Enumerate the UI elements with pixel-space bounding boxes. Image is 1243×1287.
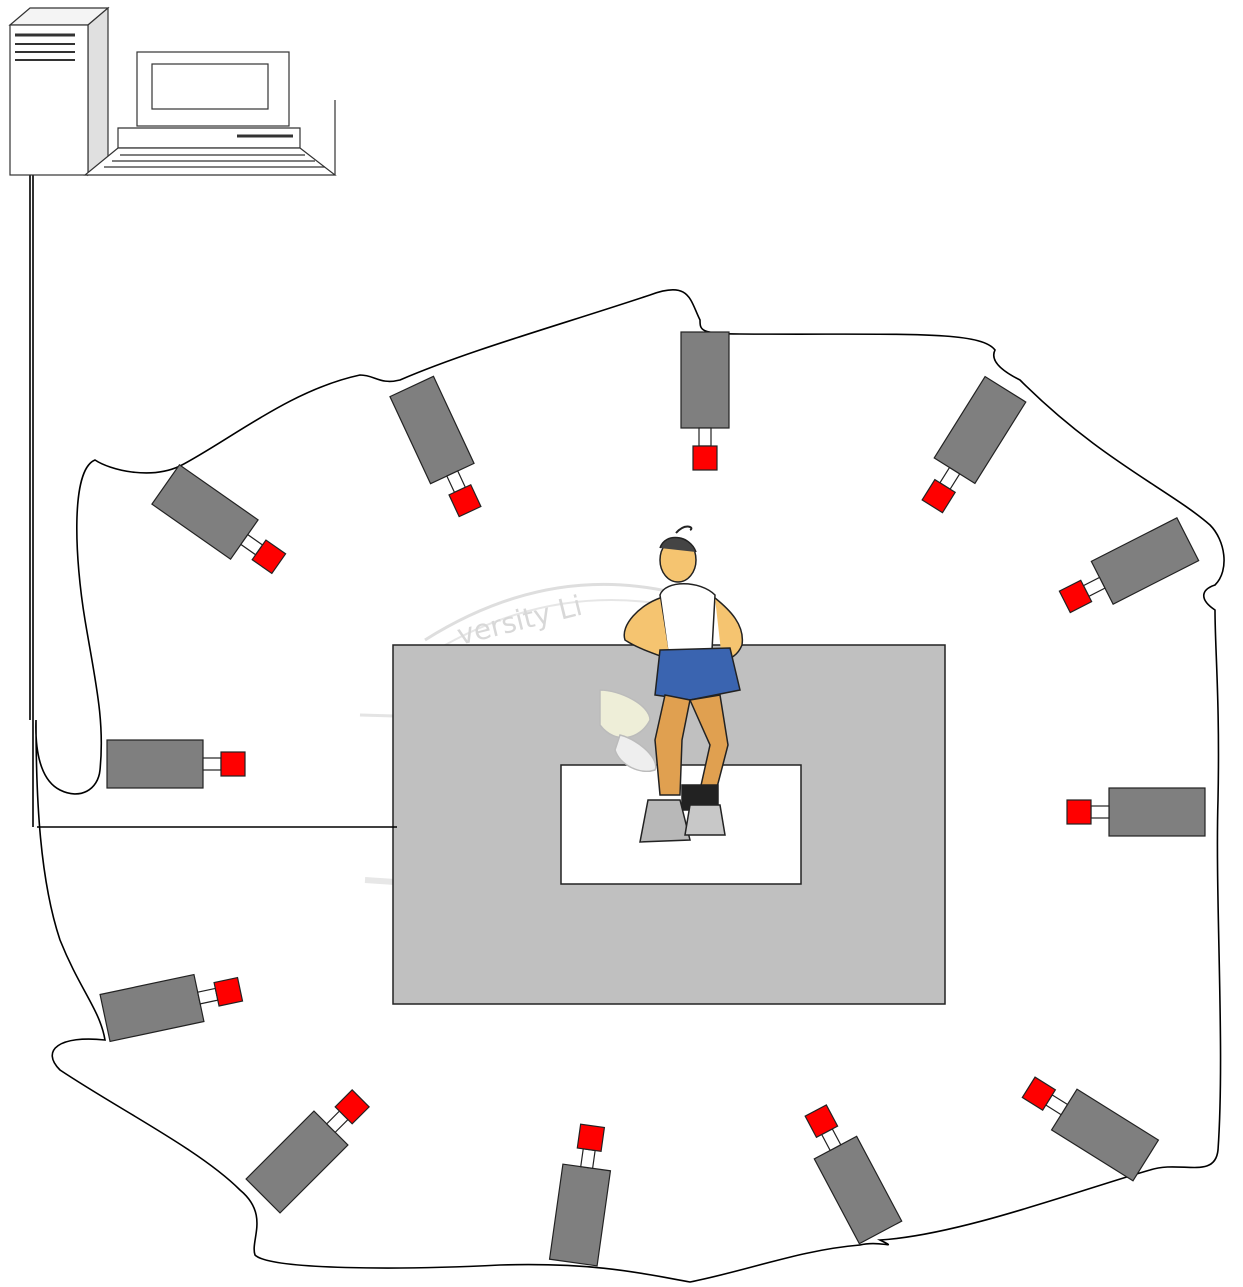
video-camera-icon [681,332,729,470]
video-camera-icon [1016,1067,1158,1181]
video-camera-icon [107,740,245,788]
video-camera-icon [795,1099,902,1243]
watermark-text: versity Li [454,589,586,652]
video-camera-icon [100,966,245,1042]
video-camera-icon [152,465,293,583]
video-camera-icon [1054,518,1199,623]
video-camera-icon [390,376,492,521]
video-camera-icon [246,1081,378,1213]
video-camera-icon [912,377,1026,519]
desktop-computer-icon [10,8,335,175]
video-camera-icon [1067,788,1205,836]
video-camera-icon [550,1123,617,1266]
